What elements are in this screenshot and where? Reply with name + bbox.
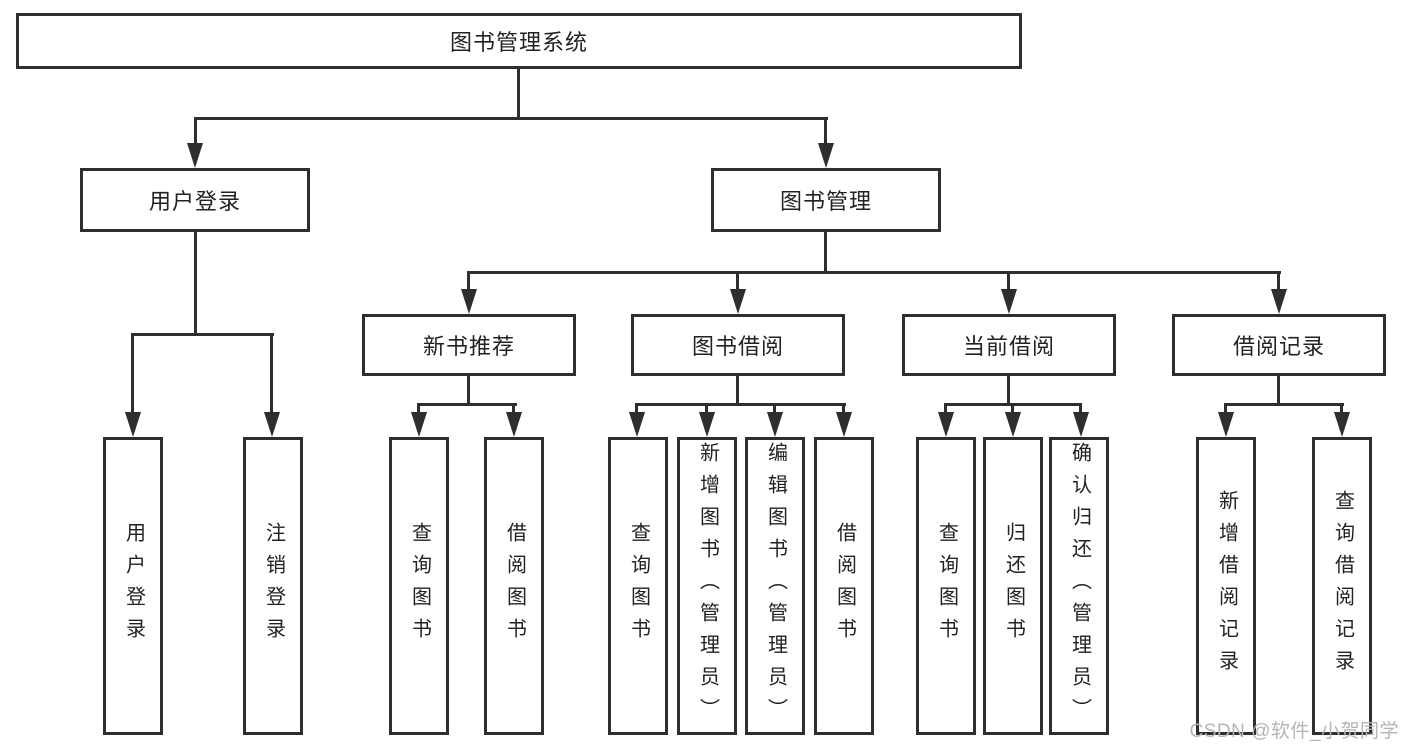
csdn-watermark: CSDN @软件_小贺同学 [1189,721,1399,742]
connector [1224,403,1344,406]
arrow-down-icon [767,412,783,437]
leaf-query-books-2: 查询图书 [608,437,668,735]
arrow-down-icon [818,143,834,168]
node-book-borrow: 图书借阅 [631,314,845,376]
leaf-label: 确认归还（管理员） [1068,442,1091,730]
arrow-down-icon [411,412,427,437]
connector [773,403,776,417]
arrow-down-icon [1073,412,1089,437]
leaf-label: 归还图书 [1002,522,1025,650]
node-book-management: 图书管理 [711,168,941,232]
arrow-down-icon [1001,289,1017,314]
connector [705,403,708,417]
node-library-system: 图书管理系统 [16,13,1022,69]
connector [417,403,420,417]
connector [842,403,845,417]
arrow-down-icon [506,412,522,437]
node-current-borrow: 当前借阅 [902,314,1116,376]
leaf-user-login: 用户登录 [103,437,163,735]
node-user-login: 用户登录 [80,168,310,232]
connector [1277,376,1280,406]
connector [1277,271,1280,293]
node-new-book-recommend: 新书推荐 [362,314,576,376]
leaf-borrow-books-1: 借阅图书 [484,437,544,735]
leaf-logout: 注销登录 [243,437,303,735]
connector [1224,403,1227,417]
leaf-label: 查询图书 [935,522,958,650]
leaf-add-books-admin: 新增图书（管理员） [677,437,737,735]
connector [736,271,739,293]
leaf-query-books-3: 查询图书 [916,437,976,735]
leaf-label: 编辑图书（管理员） [764,442,787,730]
connector [1011,403,1014,417]
connector [736,376,739,406]
arrow-down-icon [1271,289,1287,314]
arrow-down-icon [1218,412,1234,437]
connector [467,271,470,293]
arrow-down-icon [1334,412,1350,437]
arrow-down-icon [699,412,715,437]
leaf-label: 新增图书（管理员） [696,442,719,730]
connector [467,271,1281,274]
connector [194,117,197,149]
arrow-down-icon [461,289,477,314]
arrow-down-icon [629,412,645,437]
leaf-query-books-1: 查询图书 [389,437,449,735]
connector [824,117,827,149]
connector [824,232,827,274]
arrow-down-icon [187,143,203,168]
connector [467,376,470,406]
leaf-label: 借阅图书 [833,522,856,650]
connector [194,117,828,120]
connector [1007,271,1010,293]
connector [635,403,846,406]
leaf-edit-books-admin: 编辑图书（管理员） [745,437,805,735]
leaf-label: 用户登录 [122,522,145,650]
arrow-down-icon [125,412,141,437]
connector [517,68,520,120]
connector [1340,403,1343,417]
leaf-label: 借阅图书 [503,522,526,650]
connector [417,403,517,406]
leaf-add-borrow-record: 新增借阅记录 [1196,437,1256,735]
connector [131,333,134,417]
arrow-down-icon [264,412,280,437]
arrow-down-icon [836,412,852,437]
leaf-label: 新增借阅记录 [1215,490,1238,682]
connector [270,333,273,417]
leaf-borrow-books-2: 借阅图书 [814,437,874,735]
leaf-label: 注销登录 [262,522,285,650]
arrow-down-icon [1005,412,1021,437]
connector [1079,403,1082,417]
leaf-query-borrow-record: 查询借阅记录 [1312,437,1372,735]
leaf-label: 查询图书 [408,522,431,650]
connector [635,403,638,417]
leaf-confirm-return-admin: 确认归还（管理员） [1049,437,1109,735]
node-borrow-records: 借阅记录 [1172,314,1386,376]
arrow-down-icon [730,289,746,314]
connector [1007,376,1010,406]
connector [512,403,515,417]
connector [944,403,947,417]
leaf-label: 查询借阅记录 [1331,490,1354,682]
arrow-down-icon [938,412,954,437]
leaf-label: 查询图书 [627,522,650,650]
leaf-return-books: 归还图书 [983,437,1043,735]
connector [131,333,274,336]
connector [194,232,197,336]
